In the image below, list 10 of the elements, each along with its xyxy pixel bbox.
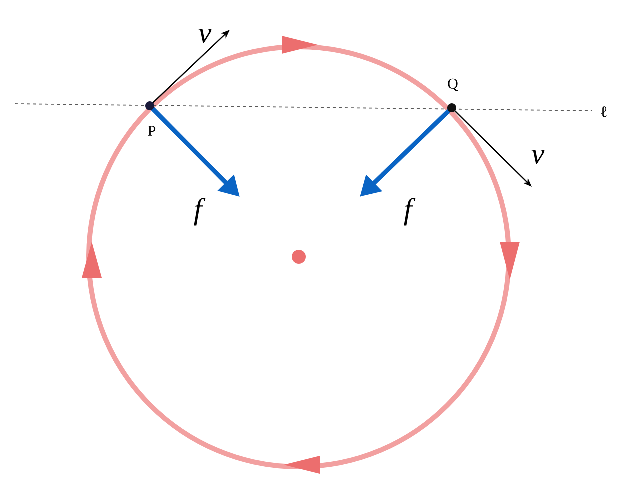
point-label: P bbox=[148, 126, 156, 136]
vector-label: f bbox=[404, 198, 416, 226]
point-dot bbox=[448, 104, 456, 112]
vector-label: f bbox=[194, 198, 206, 226]
line-label: ℓ bbox=[601, 106, 607, 118]
point-label: Q bbox=[448, 78, 458, 92]
vector-label: v bbox=[198, 28, 212, 44]
vector-label: v bbox=[532, 150, 545, 164]
point-dot bbox=[146, 102, 154, 110]
center-dot bbox=[292, 250, 306, 264]
